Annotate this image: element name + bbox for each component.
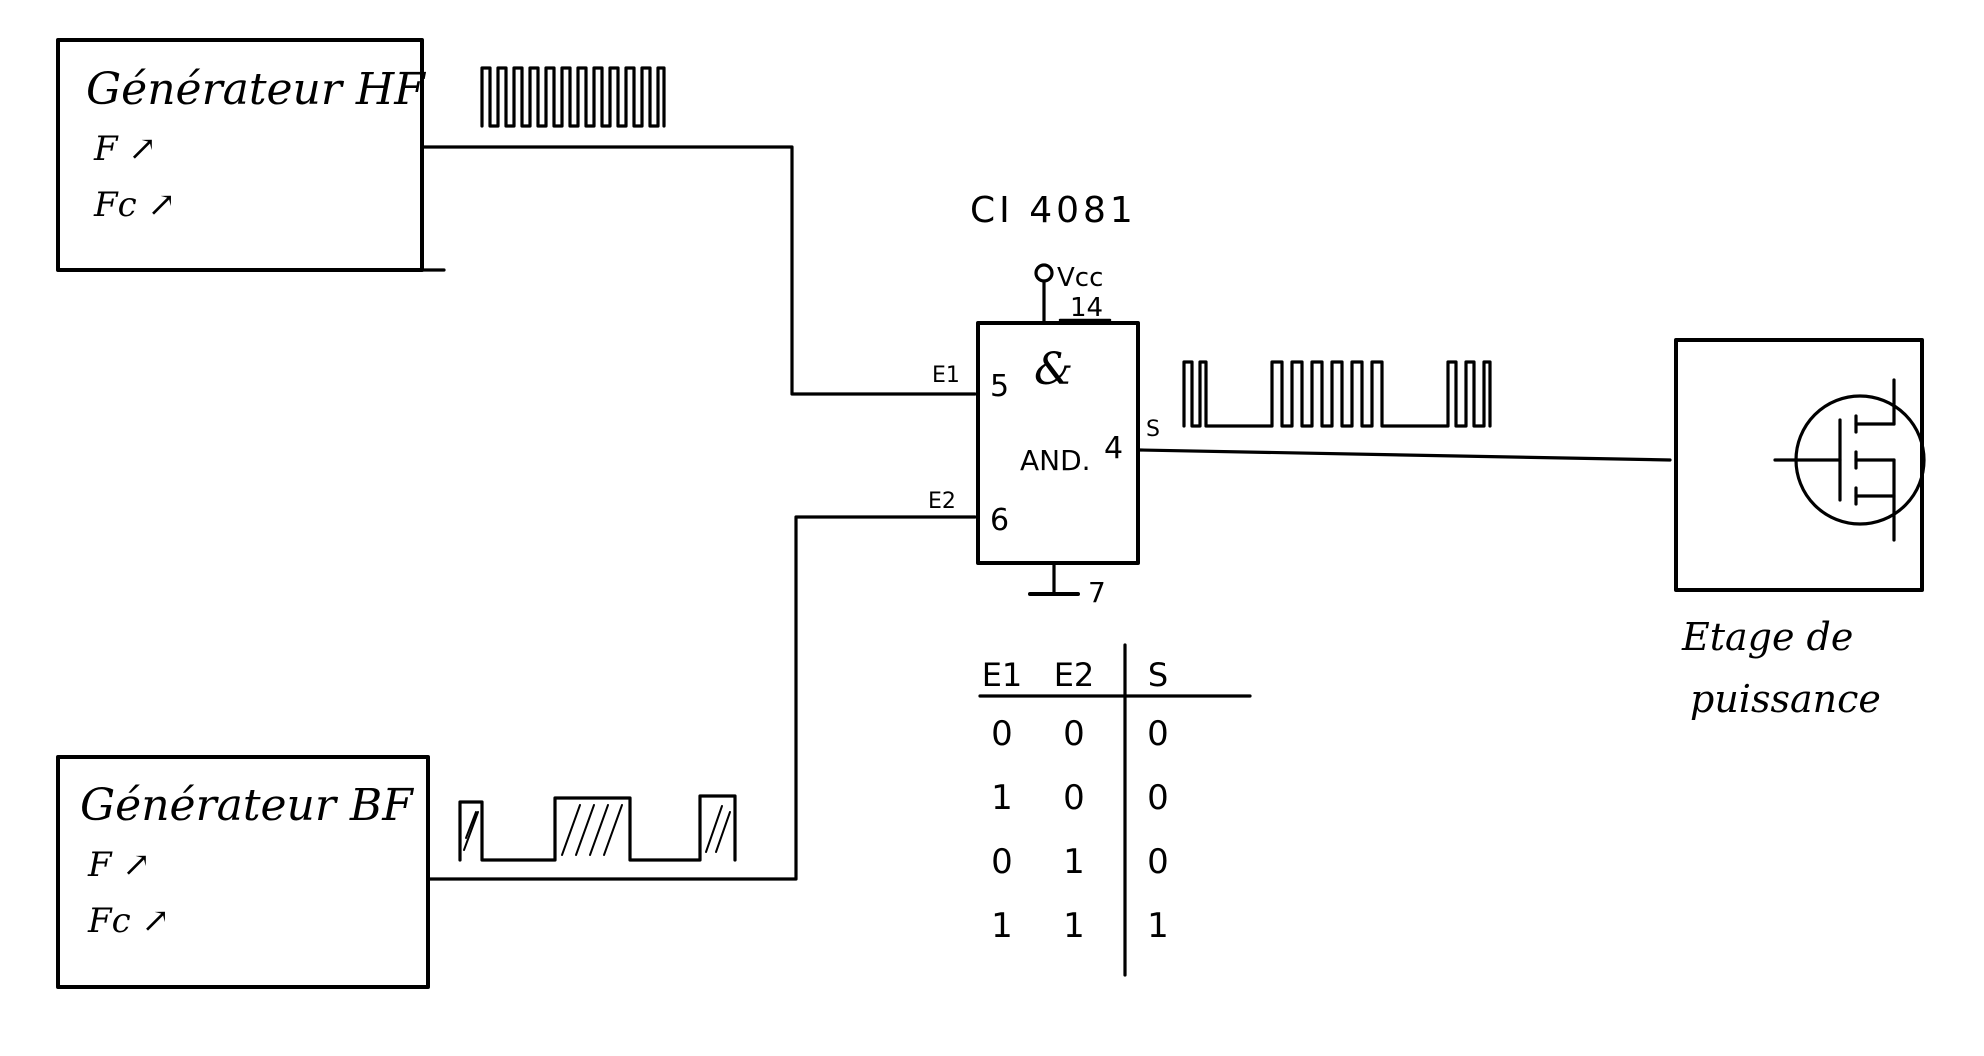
input-e2-label: E2: [928, 489, 956, 514]
truth-table-cell: 1: [991, 778, 1013, 818]
ground-pin-number: 7: [1088, 576, 1106, 609]
power-stage-label-line2: puissance: [1690, 677, 1881, 721]
wire-bf-to-e2: [428, 515, 977, 881]
wire-output-to-power-stage: [1138, 448, 1672, 462]
vcc-terminal-icon: [1034, 263, 1054, 283]
wire-hf-to-e1: [422, 145, 977, 396]
truth-table-header-0: E1: [982, 656, 1023, 694]
truth-table-cell: 0: [991, 842, 1013, 882]
power-stage-label-line1: Etage de: [1681, 615, 1853, 659]
truth-table-cell: 0: [1147, 778, 1169, 818]
bf-frequency-label: F ↗: [87, 845, 151, 885]
truth-table-cell: 0: [1063, 714, 1085, 754]
hf-frequency-label: F ↗: [93, 129, 157, 169]
power-stage-block: [1674, 338, 1926, 592]
and-gate-text: AND.: [1020, 444, 1091, 477]
input-e1-label: E1: [932, 363, 960, 388]
truth-table-header-1: E2: [1054, 656, 1095, 694]
truth-table-cell: 1: [1063, 842, 1085, 882]
bf-generator-block: Générateur BF F ↗ Fc ↗: [56, 755, 430, 989]
hf-generator-block: Générateur HF F ↗ Fc ↗: [56, 38, 446, 272]
and-symbol: &: [1034, 344, 1073, 395]
truth-table: E1 E2 S 0 0 0 1 0 0 0 1 0 1 1 1: [978, 643, 1252, 977]
truth-table-cell: 0: [1147, 842, 1169, 882]
bf-duty-cycle-label: Fc ↗: [87, 901, 170, 941]
truth-table-header-2: S: [1148, 656, 1168, 694]
input-e1-pin-number: 5: [990, 369, 1009, 404]
hf-generator-title: Générateur HF: [86, 64, 426, 115]
truth-table-cell: 1: [1147, 906, 1169, 946]
hf-duty-cycle-label: Fc ↗: [93, 185, 176, 225]
output-signal-waveform: [1182, 360, 1492, 428]
input-e2-pin-number: 6: [990, 503, 1009, 538]
truth-table-cell: 0: [991, 714, 1013, 754]
chip-name: CI 4081: [970, 190, 1137, 231]
truth-table-cell: 1: [1063, 906, 1085, 946]
output-s-label: S: [1146, 417, 1160, 442]
vcc-pin-number: 14: [1070, 293, 1103, 323]
bf-signal-waveform: [458, 794, 737, 862]
mosfet-icon: [1773, 378, 1926, 542]
bf-generator-title: Générateur BF: [80, 780, 414, 831]
cd4081-chip: CI 4081 Vcc 14 7 E1 5 E2 6 & AND. 4 S: [928, 190, 1160, 609]
truth-table-cell: 1: [991, 906, 1013, 946]
hf-signal-waveform: [480, 66, 666, 128]
and-gate-body: [976, 321, 1140, 565]
truth-table-cell: 0: [1147, 714, 1169, 754]
truth-table-cell: 0: [1063, 778, 1085, 818]
output-pin-number: 4: [1104, 431, 1123, 466]
vcc-label: Vcc: [1057, 263, 1103, 293]
